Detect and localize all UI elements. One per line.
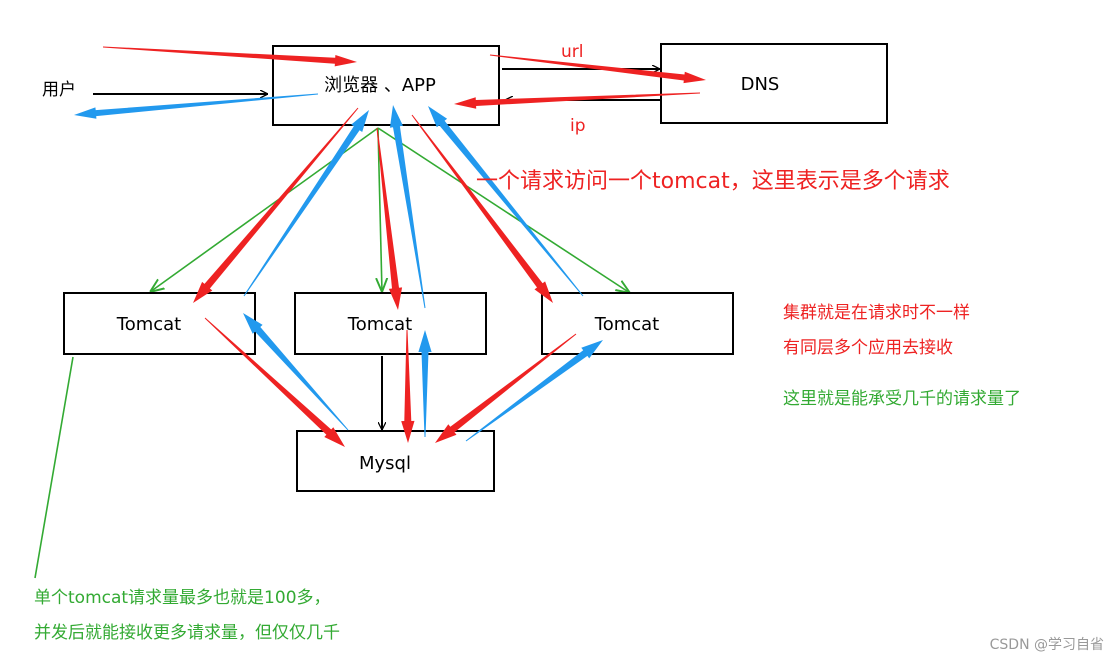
green-browser-to-tomcat-right — [377, 127, 630, 293]
tomcat-right-label: Tomcat — [594, 314, 659, 335]
cluster-note-line1: 集群就是在请求时不一样 — [783, 303, 970, 323]
red-arrow-browser-to-tomcat-right — [411, 114, 553, 303]
tomcat-middle-label: Tomcat — [347, 314, 412, 335]
red-arrow-browser-to-dns — [489, 54, 706, 84]
csdn-watermark: CSDN @学习自省 — [990, 637, 1104, 653]
dns-label: DNS — [741, 74, 780, 95]
blue-arrow-tomcat-right-to-browser — [428, 106, 584, 297]
bold-arrows — [74, 46, 706, 447]
tomcat-right-box: Tomcat — [541, 292, 734, 355]
green-note-pointer — [34, 356, 74, 579]
red-arrow-browser-to-tomcat-left — [193, 107, 359, 303]
red-arrow-tomcat-middle-to-mysql — [401, 330, 415, 443]
red-arrow-dns-to-browser — [454, 92, 700, 109]
blue-arrow-browser-to-user — [74, 93, 318, 119]
tomcat-left-label: Tomcat — [116, 314, 181, 335]
blue-arrow-mysql-to-tomcat-left — [243, 313, 349, 431]
single-note-line2: 并发后就能接收更多请求量，但仅仅几千 — [34, 623, 340, 643]
single-note-line1: 单个tomcat请求量最多也就是100多， — [34, 588, 331, 608]
ip-edge-label: ip — [570, 116, 586, 136]
tomcat-left-box: Tomcat — [63, 292, 256, 355]
blue-arrow-tomcat-left-to-browser — [243, 110, 369, 297]
browser-label: 浏览器 、APP — [324, 75, 436, 96]
blue-arrow-tomcat-middle-to-browser — [389, 105, 426, 309]
green-browser-to-tomcat-middle — [378, 127, 382, 292]
red-arrow-user-to-browser — [103, 46, 357, 67]
dns-box: DNS — [660, 43, 888, 124]
capacity-note: 这里就是能承受几千的请求量了 — [783, 389, 1021, 409]
mysql-box: Mysql — [296, 430, 495, 492]
multi-request-note: 一个请求访问一个tomcat，这里表示是多个请求 — [476, 169, 950, 194]
tomcat-middle-box: Tomcat — [294, 292, 487, 355]
red-arrow-browser-to-tomcat-middle — [376, 127, 403, 311]
red-arrow-tomcat-left-to-mysql — [204, 317, 345, 447]
blue-arrow-mysql-to-tomcat-middle — [418, 330, 432, 437]
user-label: 用户 — [42, 80, 76, 100]
url-edge-label: url — [561, 42, 584, 62]
cluster-note-line2: 有同层多个应用去接收 — [783, 338, 953, 358]
red-arrow-tomcat-right-to-mysql — [435, 333, 577, 443]
blue-arrow-mysql-to-tomcat-right — [465, 340, 603, 442]
mysql-label: Mysql — [359, 453, 411, 474]
browser-box: 浏览器 、APP — [272, 45, 500, 126]
